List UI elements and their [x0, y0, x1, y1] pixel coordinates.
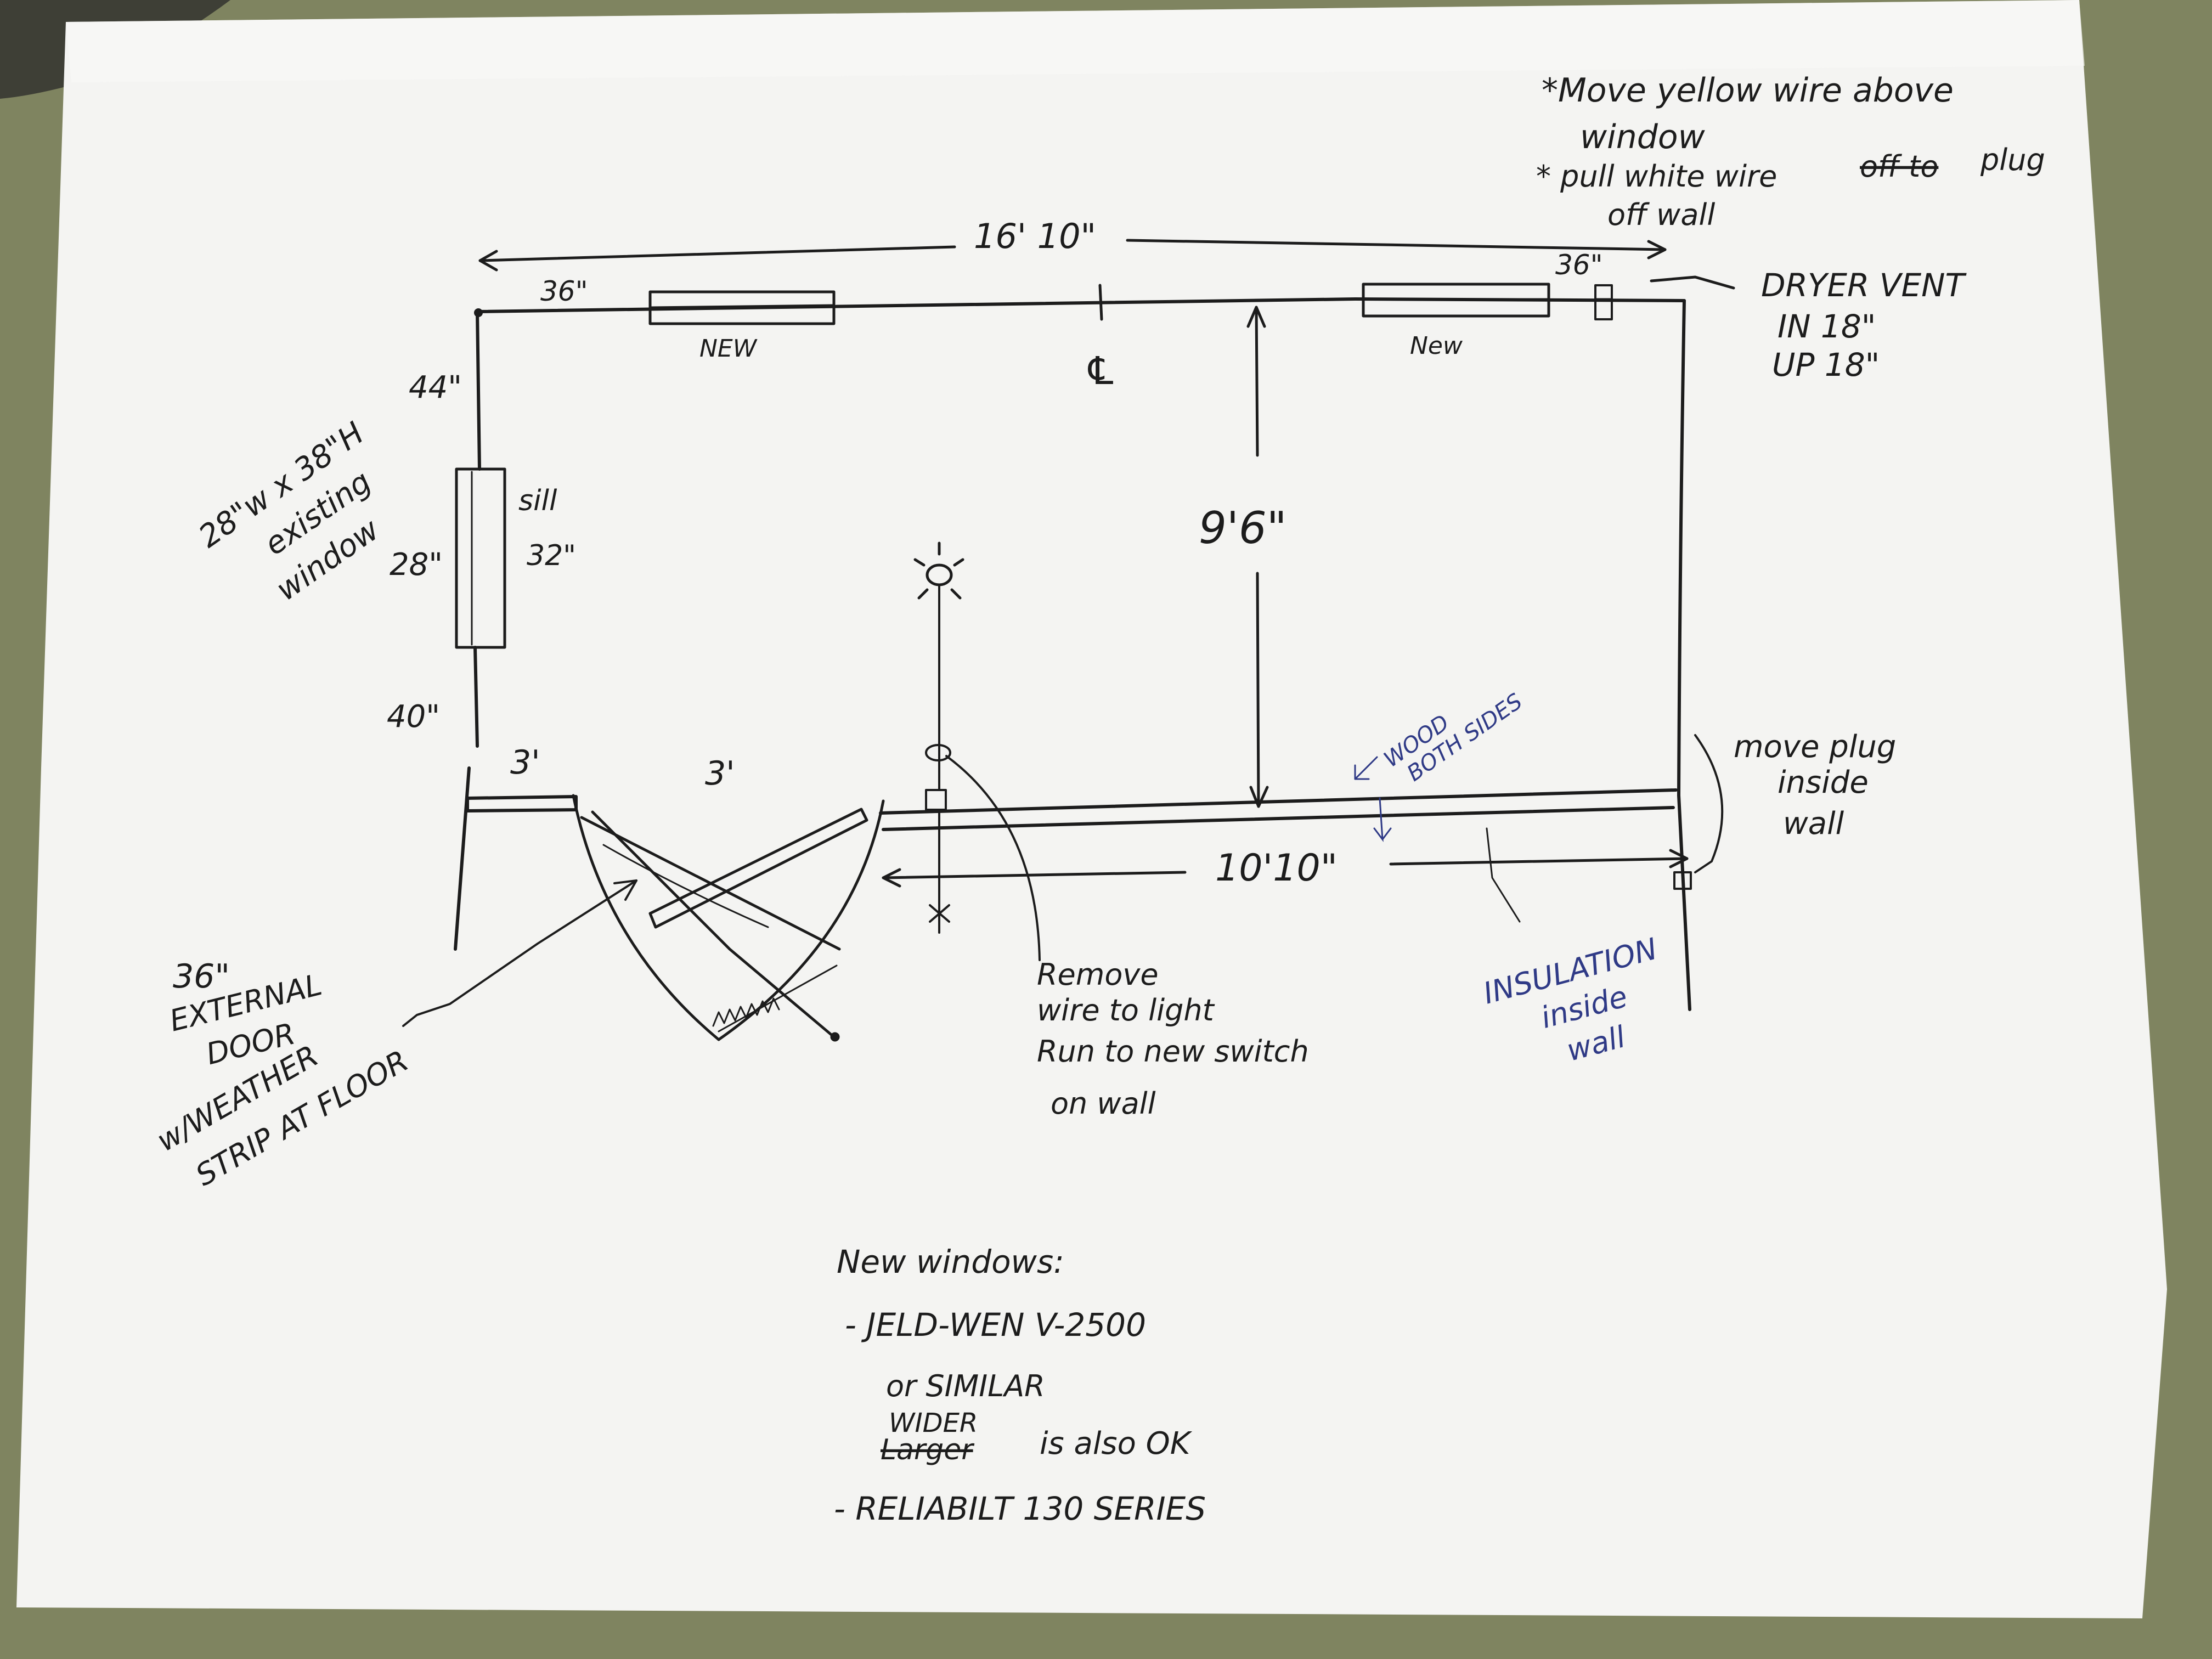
outlet-symbol: [1673, 871, 1692, 890]
note-window: window: [1580, 118, 1706, 156]
light-note-remove: Remove: [1037, 957, 1159, 992]
insulation-leader: [1486, 827, 1521, 923]
note-move-yellow-wire: *Move yellow wire above: [1542, 71, 1954, 110]
dryer-vent-title: DRYER VENT: [1761, 267, 1967, 304]
dryer-vent-symbol: [1594, 284, 1613, 320]
new-windows-strike: Larger: [881, 1434, 975, 1466]
right-wall: [1677, 299, 1691, 1011]
left-bottom-wall: [466, 795, 578, 812]
wire-junction: [925, 744, 951, 761]
light-note-wire: wire to light: [1037, 993, 1215, 1028]
door-note-leader: [402, 879, 637, 1027]
wood-arrow-2: [1373, 797, 1392, 842]
new-windows-insert: WIDER: [889, 1408, 978, 1438]
window-right-label: New: [1410, 332, 1463, 360]
door-leaf-right: [648, 808, 868, 929]
dim-door-left: 3': [510, 743, 540, 782]
wood-arrow-1: [1354, 756, 1378, 780]
door-note-size: 36": [173, 957, 230, 996]
light-note-run: Run to new switch: [1037, 1034, 1309, 1069]
door-swing: [572, 794, 885, 1042]
wall-length-arrow: [882, 849, 1689, 888]
new-windows-item1b: or SIMILAR: [886, 1369, 1045, 1403]
move-plug-line3: wall: [1783, 806, 1844, 842]
dim-left-offset: 36": [540, 275, 588, 307]
door-arc-left: [572, 794, 720, 1041]
dryer-vent-pointer: [1650, 275, 1735, 290]
centerline-symbol: ℄: [1084, 348, 1118, 393]
room-walls: [454, 297, 1691, 1011]
wire-cut-mark: [929, 809, 950, 934]
new-windows-item3: - RELIABILT 130 SERIES: [834, 1490, 1206, 1527]
top-wall: [476, 297, 1686, 313]
dim-door-right: 3': [705, 754, 735, 793]
note-strike: off to: [1860, 149, 1938, 184]
dim-right-offset: 36": [1555, 249, 1603, 281]
dim-wall-length: 10'10": [1215, 847, 1338, 890]
new-windows-item2-rest: is also OK: [1040, 1426, 1193, 1462]
existing-window: [455, 467, 506, 649]
note-pull-white-wire: * pull white wire: [1536, 159, 1777, 194]
move-plug-line1: move plug: [1734, 729, 1896, 765]
dim-left-bottom: 40": [387, 699, 440, 735]
note-off-wall: off wall: [1607, 198, 1715, 232]
new-windows-heading: New windows:: [837, 1243, 1064, 1280]
dim-sill-label: sill: [518, 484, 557, 517]
dim-left-top: 44": [409, 370, 462, 405]
dim-window-height: 28": [390, 547, 443, 583]
dim-room-depth: 9'6": [1199, 503, 1287, 554]
dim-sill-value: 32": [527, 539, 576, 572]
window-left-label: NEW: [699, 335, 758, 363]
centerline-tick: [1098, 284, 1103, 321]
bottom-wall: [879, 788, 1678, 831]
dryer-vent-up: UP 18": [1772, 346, 1880, 383]
dryer-vent-in: IN 18": [1778, 308, 1876, 345]
room-depth-arrow: [1246, 306, 1269, 808]
light-note-leader: [945, 755, 1041, 961]
move-plug-leader: [1694, 734, 1724, 873]
paper-sheet: [16, 0, 2167, 1618]
corner-dot: [474, 308, 483, 317]
light-note-on-wall: on wall: [1051, 1086, 1156, 1121]
dim-overall-width: 16' 10": [974, 216, 1096, 256]
door-diagonal: [591, 810, 836, 1039]
paper-highlight: [66, 0, 2085, 82]
note-plug: plug: [1980, 143, 2045, 177]
overall-width-arrow: [478, 239, 1667, 272]
new-windows-item1: - JELD-WEN V-2500: [845, 1306, 1146, 1344]
switch-box: [925, 789, 947, 811]
move-plug-line2: inside: [1778, 765, 1869, 800]
